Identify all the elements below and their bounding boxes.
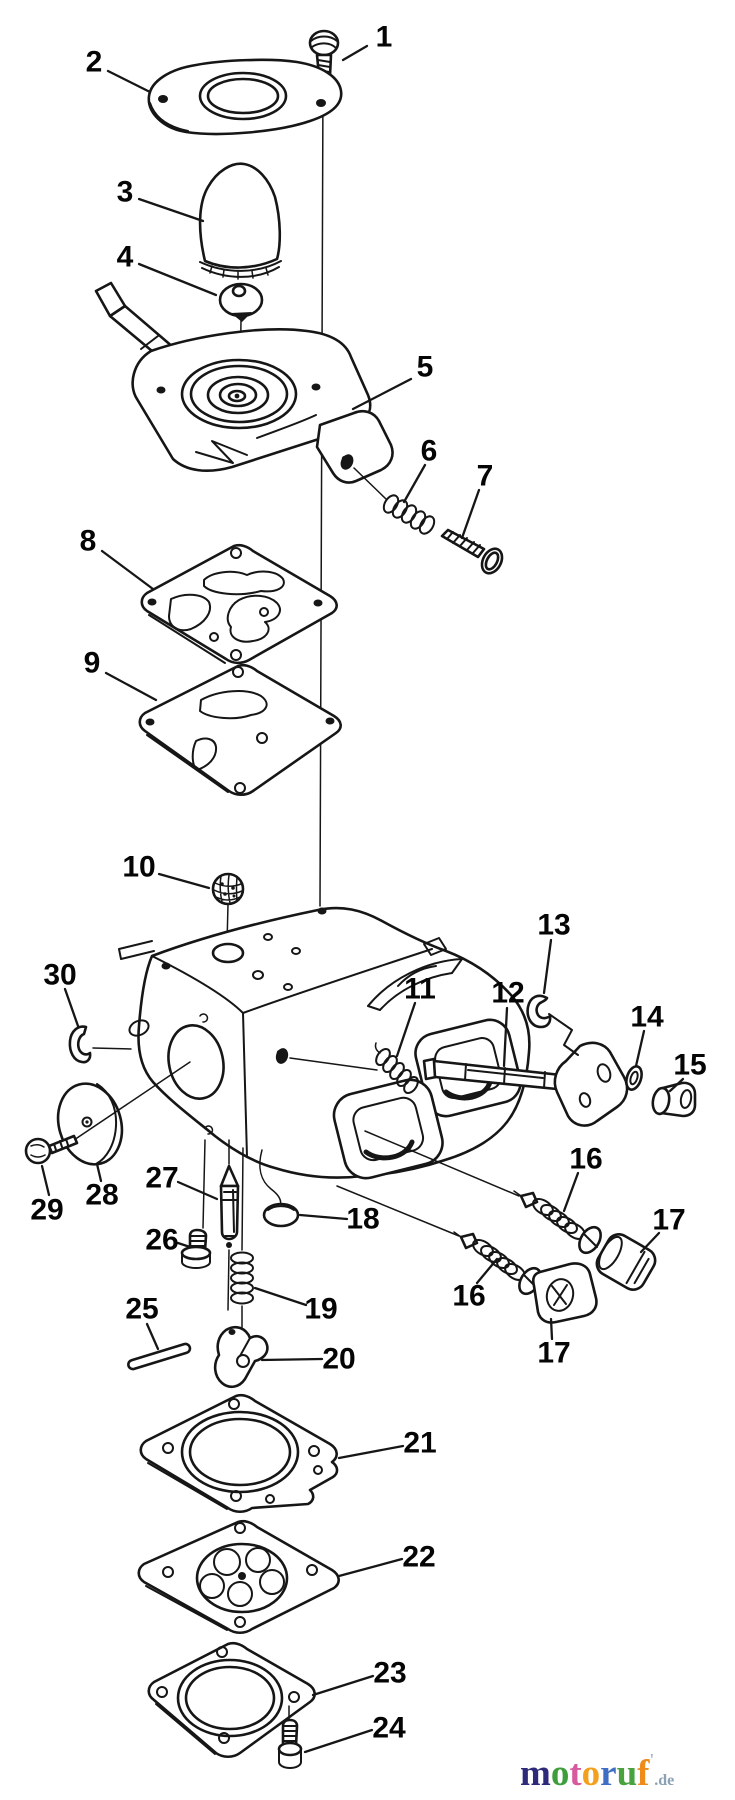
part-inlet-needle-27 bbox=[219, 1164, 240, 1248]
callout-label-27: 27 bbox=[145, 1162, 178, 1195]
part-welch-plug-18 bbox=[259, 1149, 300, 1228]
watermark-letter: t bbox=[569, 1753, 582, 1794]
part-limiter-cap-17b bbox=[531, 1262, 598, 1324]
part-metering-gasket-8 bbox=[140, 543, 338, 665]
callout-label-17: 17 bbox=[652, 1204, 685, 1237]
callout-label-24: 24 bbox=[372, 1712, 406, 1745]
callout-label-2: 2 bbox=[86, 46, 103, 79]
callout-label-4: 4 bbox=[117, 241, 134, 274]
watermark-suffix: .de bbox=[654, 1772, 675, 1789]
watermark-letter: r bbox=[600, 1753, 617, 1794]
part-cover-disc-28 bbox=[56, 1082, 124, 1166]
callout-label-9: 9 bbox=[84, 647, 101, 680]
callout-label-3: 3 bbox=[117, 176, 134, 209]
callout-label-21: 21 bbox=[403, 1427, 436, 1460]
callout-label-8: 8 bbox=[80, 525, 97, 558]
part-pin-25 bbox=[127, 1342, 192, 1371]
callout-label-7: 7 bbox=[477, 460, 494, 493]
part-screw-24 bbox=[277, 1705, 303, 1769]
watermark-letter: f bbox=[637, 1753, 650, 1794]
part-washer-14 bbox=[625, 1065, 643, 1091]
part-limiter-cap-17a bbox=[595, 1233, 657, 1291]
callout-label-25: 25 bbox=[125, 1293, 158, 1326]
axis-lines bbox=[202, 1130, 520, 1331]
part-bushing-15 bbox=[651, 1081, 697, 1118]
callout-label-18: 18 bbox=[346, 1203, 379, 1236]
part-metering-lever-20 bbox=[213, 1325, 269, 1389]
callout-label-5: 5 bbox=[417, 351, 434, 384]
callout-label-16: 16 bbox=[452, 1280, 485, 1313]
callout-label-11: 11 bbox=[404, 973, 436, 1006]
part-inlet-screen-10 bbox=[211, 872, 245, 945]
axis-line-screw1 bbox=[319, 79, 324, 907]
callout-label-12: 12 bbox=[491, 977, 524, 1010]
part-pump-body-5 bbox=[94, 281, 394, 500]
callout-label-16: 16 bbox=[569, 1143, 602, 1176]
callout-label-19: 19 bbox=[304, 1293, 337, 1326]
watermark-word: motoruf bbox=[520, 1753, 650, 1794]
callout-label-30: 30 bbox=[43, 959, 76, 992]
callout-label-28: 28 bbox=[85, 1179, 118, 1212]
callout-label-13: 13 bbox=[537, 909, 570, 942]
part-pump-gasket-21 bbox=[139, 1393, 339, 1514]
part-c-clip-30 bbox=[68, 1025, 132, 1064]
watermark-letter: m bbox=[520, 1753, 551, 1794]
motoruf-logo: motoruf' .de bbox=[520, 1750, 674, 1795]
callout-label-17: 17 bbox=[537, 1337, 570, 1370]
part-needle-screw-16a bbox=[513, 1190, 602, 1255]
part-throttle-shaft-12 bbox=[422, 1013, 629, 1127]
part-screw-29 bbox=[24, 1061, 191, 1165]
watermark-letter: o bbox=[550, 1753, 570, 1794]
callout-label-22: 22 bbox=[402, 1541, 435, 1574]
callout-label-29: 29 bbox=[30, 1194, 63, 1227]
callout-label-15: 15 bbox=[673, 1049, 706, 1082]
part-throttle-spring-11 bbox=[374, 1042, 419, 1095]
callout-label-10: 10 bbox=[122, 851, 155, 884]
part-carburetor-body bbox=[118, 906, 531, 1180]
callout-label-6: 6 bbox=[421, 435, 438, 468]
part-metering-spring-19 bbox=[230, 1251, 254, 1305]
callout-label-26: 26 bbox=[145, 1224, 178, 1257]
callout-label-23: 23 bbox=[373, 1657, 406, 1690]
part-flange-gasket-2 bbox=[147, 58, 343, 136]
watermark-letter: o bbox=[581, 1753, 601, 1794]
watermark-letter: u bbox=[616, 1753, 638, 1794]
callout-label-1: 1 bbox=[376, 21, 393, 54]
part-pump-cover-23 bbox=[147, 1641, 316, 1759]
part-e-clip-13 bbox=[526, 994, 552, 1029]
leader-lines bbox=[40, 44, 685, 1754]
callout-label-20: 20 bbox=[322, 1343, 355, 1376]
callout-label-14: 14 bbox=[630, 1001, 664, 1034]
part-pump-diaphragm-22 bbox=[137, 1519, 340, 1635]
watermark-mark: ' bbox=[649, 1750, 655, 1769]
part-strainer-cup-3 bbox=[198, 162, 282, 280]
part-spring-6 bbox=[382, 494, 436, 535]
part-screw-26 bbox=[180, 1228, 212, 1269]
part-screw-7 bbox=[440, 528, 504, 575]
part-metering-diaphragm-9 bbox=[138, 663, 342, 797]
